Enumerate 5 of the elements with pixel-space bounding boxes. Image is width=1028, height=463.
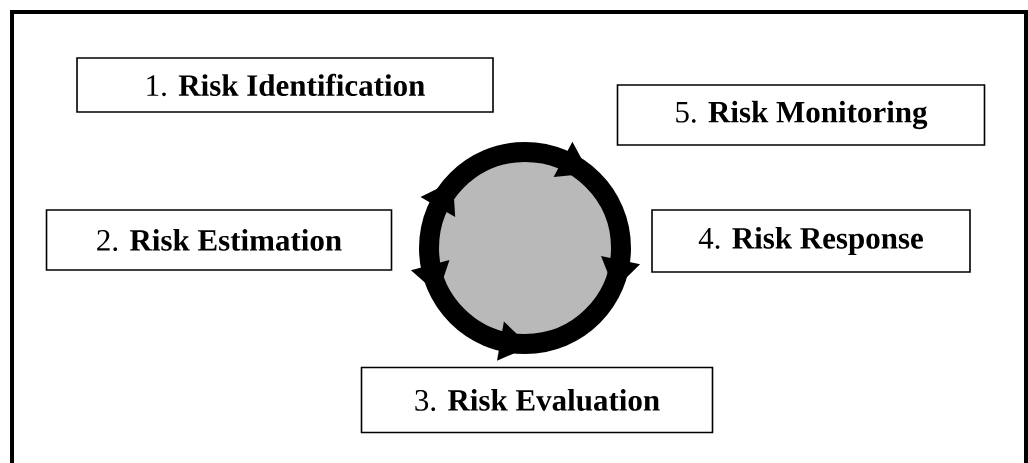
label-box: 2. Risk Estimation bbox=[45, 209, 393, 271]
label-box: 1. Risk Identification bbox=[76, 57, 494, 113]
label-box: 4. Risk Response bbox=[651, 209, 971, 273]
label-box: 3. Risk Evaluation bbox=[360, 366, 714, 434]
label-box: 5. Risk Monitoring bbox=[616, 84, 986, 146]
